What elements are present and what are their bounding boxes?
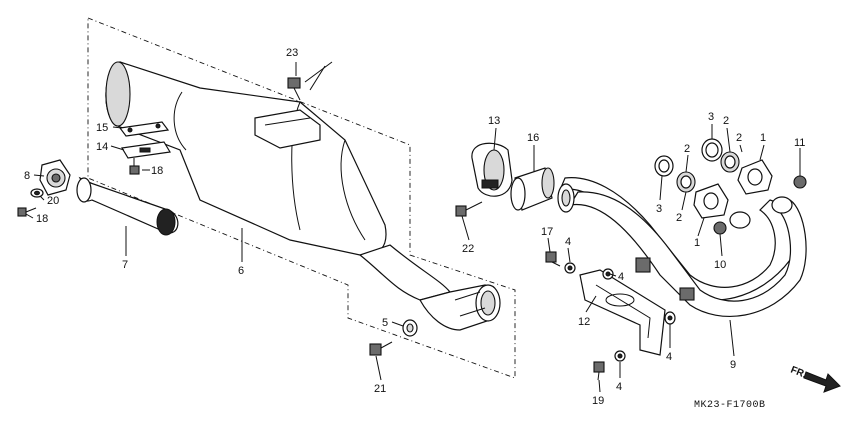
- flange-1-left: [693, 183, 729, 219]
- callout-23: 23: [286, 47, 298, 59]
- nut-4-d: [614, 350, 626, 362]
- callout-2-top-b: 2: [736, 132, 742, 144]
- muffler-body: [105, 61, 501, 331]
- nut-18-right: [793, 175, 807, 189]
- callout-1-top: 1: [760, 132, 766, 144]
- front-direction-indicator: FR.: [789, 365, 841, 393]
- heat-shield-tube: [76, 176, 179, 236]
- drawing-code: MK23-F1700B: [694, 400, 766, 411]
- collar-2-left: [676, 171, 696, 193]
- callout-5: 5: [382, 317, 388, 329]
- exhaust-pipe-9: [557, 177, 807, 317]
- callout-18-right: 11: [794, 137, 805, 149]
- callout-4-a: 4: [565, 236, 571, 248]
- nut-4-a: [564, 262, 576, 274]
- callout-2-top-a: 2: [723, 115, 729, 127]
- front-arrow-icon: [803, 371, 841, 393]
- bolt-16: [129, 158, 140, 175]
- callout-18-left: 10: [714, 259, 726, 271]
- bolt-22: [455, 201, 483, 217]
- gasket-3-left: [654, 155, 674, 177]
- callout-1-low: 1: [694, 237, 700, 249]
- callout-16: 18: [151, 165, 163, 177]
- callout-21: 21: [374, 383, 386, 395]
- callout-2-low: 2: [676, 212, 682, 224]
- callout-7: 7: [122, 259, 128, 271]
- callout-3-top: 3: [708, 111, 714, 123]
- callout-22: 22: [462, 243, 474, 255]
- callout-9: 9: [730, 359, 736, 371]
- callout-3-left: 3: [656, 203, 662, 215]
- bracket-plate-12: [121, 141, 171, 159]
- callout-17: 18: [36, 213, 48, 225]
- callout-12: 14: [96, 141, 108, 153]
- callout-19: 20: [47, 195, 59, 207]
- callout-15: 17: [541, 226, 553, 238]
- washer-19: [30, 188, 44, 198]
- bracket-plate-13: [118, 121, 170, 137]
- callout-13: 15: [96, 122, 108, 134]
- callout-4-c: 4: [666, 351, 672, 363]
- bolt-23: [287, 61, 333, 101]
- callout-6: 6: [238, 265, 244, 277]
- leader-lines: [25, 62, 801, 393]
- clamp-band-11: [471, 142, 513, 197]
- flange-1-right: [737, 159, 773, 195]
- bolt-21: [369, 341, 393, 356]
- bolt-20: [593, 361, 605, 381]
- callout-8: 8: [24, 170, 30, 182]
- collar-14: [510, 167, 555, 211]
- nut-18-left: [713, 221, 727, 235]
- gasket-3-right: [701, 138, 723, 162]
- callout-11: 13: [488, 115, 500, 127]
- gasket-5: [402, 319, 418, 337]
- callout-4-d: 4: [616, 381, 622, 393]
- callout-10: 12: [578, 316, 590, 328]
- callout-labels: 23 15 14 18 8 20 18 7 6 5 21 13 16 22 17…: [24, 47, 805, 407]
- bolt-15: [545, 251, 561, 267]
- collar-2-right: [720, 151, 740, 173]
- callout-14: 16: [527, 132, 539, 144]
- callout-2-mid: 2: [684, 143, 690, 155]
- callout-4-b: 4: [618, 271, 624, 283]
- rubber-mount-8: [39, 159, 71, 196]
- bolt-17: [17, 207, 37, 217]
- nut-4-c: [664, 311, 676, 325]
- callout-20: 19: [592, 395, 604, 407]
